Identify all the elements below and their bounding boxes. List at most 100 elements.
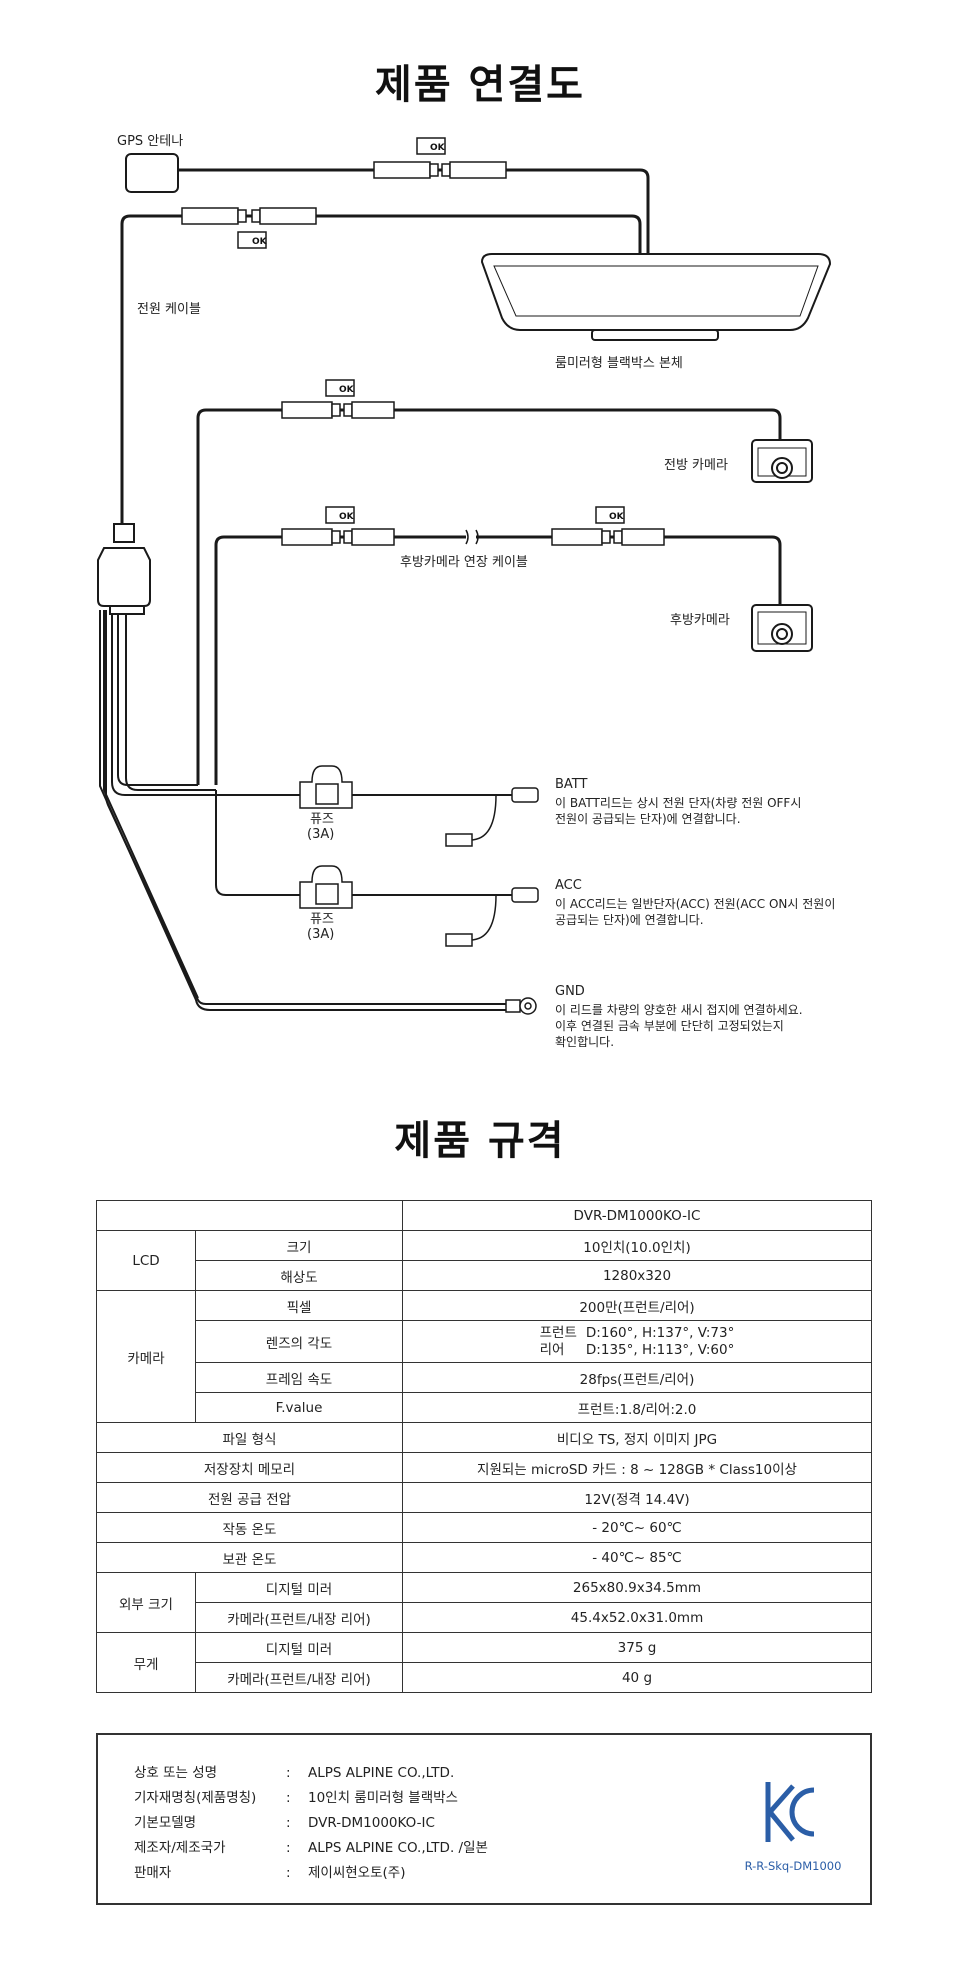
spare-terminal-icon <box>445 933 473 947</box>
spec-value: 45.4x52.0x31.0mm <box>402 1602 872 1633</box>
spec-value: 28fps(프런트/리어) <box>402 1362 872 1393</box>
info-key: 상호 또는 성명 <box>134 1765 218 1781</box>
spec-label: 카메라(프런트/내장 리어) <box>195 1602 403 1633</box>
gnd-title: GND <box>555 984 585 999</box>
acc-desc-1: 이 ACC리드는 일반단자(ACC) 전원(ACC ON시 전원이 <box>555 897 835 911</box>
gnd-desc-3: 확인합니다. <box>555 1035 614 1049</box>
lens-front-value: D:160°, H:137°, V:73° <box>585 1324 735 1341</box>
kc-mark-icon: R-R-Skq-DM1000 <box>745 1782 841 1873</box>
spec-label: 작동 온도 <box>96 1512 403 1543</box>
spec-value: - 20℃~ 60℃ <box>402 1512 872 1543</box>
table-row: 렌즈의 각도 프런트 D:160°, H:137°, V:73° 리어 D:13… <box>97 1320 872 1363</box>
mirror-body-label: 룸미러형 블랙박스 본체 <box>555 356 683 371</box>
table-row: 카메라 픽셀 200만(프런트/리어) <box>96 1290 872 1423</box>
table-row: DVR-DM1000KO-IC <box>96 1200 872 1231</box>
acc-wire <box>215 790 512 896</box>
fuse-rating: (3A) <box>307 927 334 942</box>
info-sep: : <box>286 1865 291 1881</box>
spec-label: 디지털 미러 <box>195 1632 403 1663</box>
info-value: 제이씨현오토(주) <box>308 1865 406 1881</box>
front-camera-label: 전방 카메라 <box>664 458 728 473</box>
power-cable-label: 전원 케이블 <box>137 302 201 317</box>
spec-group-weight: 무게 <box>96 1632 196 1693</box>
spec-group-dims: 외부 크기 <box>96 1572 196 1633</box>
info-sep: : <box>286 1840 291 1856</box>
spec-label: 픽셀 <box>195 1290 403 1321</box>
info-key: 기자재명칭(제품명칭) <box>134 1790 257 1806</box>
ok-label: OK <box>252 237 268 247</box>
lens-rear-value: D:135°, H:113°, V:60° <box>585 1341 735 1358</box>
spec-label: 전원 공급 전압 <box>96 1482 403 1513</box>
info-key: 판매자 <box>134 1865 172 1881</box>
rear-extension-label: 후방카메라 연장 케이블 <box>400 555 528 570</box>
ok-label: OK <box>609 512 625 522</box>
spec-title: 제품 규격 <box>394 1118 566 1164</box>
spec-label: 렌즈의 각도 <box>195 1320 403 1363</box>
gps-connector <box>373 137 507 179</box>
spec-value: 비디오 TS, 정지 이미지 JPG <box>402 1422 872 1453</box>
table-row: 외부 크기 디지털 미러 265x80.9x34.5mm <box>96 1572 872 1633</box>
spec-label: 저장장치 메모리 <box>96 1452 403 1483</box>
info-key: 제조자/제조국가 <box>134 1840 226 1856</box>
spec-label: 프레임 속도 <box>195 1362 403 1393</box>
fuse-label: 퓨즈 <box>310 812 334 827</box>
info-key: 기본모델명 <box>134 1815 197 1831</box>
info-value: ALPS ALPINE CO.,LTD. /일본 <box>308 1840 488 1856</box>
spec-value-lens: 프런트 D:160°, H:137°, V:73° 리어 D:135°, H:1… <box>402 1320 872 1363</box>
front-camera-cable <box>196 408 782 785</box>
power-connector <box>181 207 317 249</box>
info-sep: : <box>286 1765 291 1781</box>
cable-break-icon <box>465 529 479 545</box>
harness-connector-icon <box>97 523 151 615</box>
spec-value: 1280x320 <box>402 1260 872 1291</box>
spare-terminal-icon <box>445 833 473 847</box>
table-row: 전원 공급 전압 12V(정격 14.4V) <box>96 1482 872 1513</box>
fuse-label: 퓨즈 <box>310 912 334 927</box>
info-value: DVR-DM1000KO-IC <box>308 1815 435 1831</box>
spec-model: DVR-DM1000KO-IC <box>402 1200 872 1231</box>
mirror-body-icon <box>480 253 832 341</box>
spec-value: - 40℃~ 85℃ <box>402 1542 872 1573</box>
table-row: LCD 크기 10인치(10.0인치) <box>96 1230 872 1291</box>
harness-front <box>117 610 198 786</box>
table-row: 해상도 1280x320 <box>97 1260 872 1291</box>
info-row: 기본모델명: DVR-DM1000KO-IC <box>134 1811 435 1835</box>
spec-value: 375 g <box>402 1632 872 1663</box>
spec-value: 지원되는 microSD 카드 : 8 ~ 128GB * Class10이상 <box>402 1452 872 1483</box>
gps-cable <box>178 168 650 254</box>
spec-value: 프런트:1.8/리어:2.0 <box>402 1392 872 1423</box>
spec-label: 파일 형식 <box>96 1422 403 1453</box>
batt-terminal-icon <box>511 787 539 803</box>
table-row: 작동 온도 - 20℃~ 60℃ <box>96 1512 872 1543</box>
rear-camera-icon <box>751 604 813 652</box>
lens-front-key: 프런트 <box>539 1324 577 1341</box>
info-row: 상호 또는 성명:ALPS ALPINE CO.,LTD. <box>134 1761 454 1785</box>
spec-value: 265x80.9x34.5mm <box>402 1572 872 1603</box>
batt-desc-2: 전원이 공급되는 단자)에 연결합니다. <box>555 812 741 826</box>
gnd-desc-1: 이 리드를 차량의 양호한 새시 접지에 연결하세요. <box>555 1003 803 1017</box>
front-camera-icon <box>751 439 813 483</box>
spec-group-camera: 카메라 <box>96 1290 196 1423</box>
rear-camera-cable <box>214 535 466 785</box>
acc-desc-2: 공급되는 단자)에 연결합니다. <box>555 913 704 927</box>
spec-table: DVR-DM1000KO-IC LCD 크기 10인치(10.0인치) 해상도 … <box>96 1200 872 1693</box>
acc-title: ACC <box>555 878 582 893</box>
spec-label: F.value <box>195 1392 403 1423</box>
info-row: 판매자: 제이씨현오토(주) <box>134 1861 405 1885</box>
fuse-icon <box>299 765 353 809</box>
gps-antenna-icon <box>125 153 179 193</box>
spec-value: 200만(프런트/리어) <box>402 1290 872 1321</box>
acc-terminal-icon <box>511 887 539 903</box>
table-row: 프레임 속도 28fps(프런트/리어) <box>97 1362 872 1393</box>
spec-value: 12V(정격 14.4V) <box>402 1482 872 1513</box>
batt-title: BATT <box>555 777 588 792</box>
info-row: 기자재명칭(제품명칭): 10인치 룸미러형 블랙박스 <box>134 1786 458 1810</box>
info-sep: : <box>286 1790 291 1806</box>
info-value: 10인치 룸미러형 블랙박스 <box>308 1790 458 1806</box>
spec-label: 크기 <box>195 1230 403 1261</box>
connection-diagram: GPS 안테나 OK OK 룸미러형 블랙박스 본체 전원 케이블 OK 전방 … <box>97 134 835 1049</box>
table-row: 보관 온도 - 40℃~ 85℃ <box>96 1542 872 1573</box>
info-sep: : <box>286 1815 291 1831</box>
power-cable <box>120 214 642 525</box>
table-row: 저장장치 메모리 지원되는 microSD 카드 : 8 ~ 128GB * C… <box>96 1452 872 1483</box>
